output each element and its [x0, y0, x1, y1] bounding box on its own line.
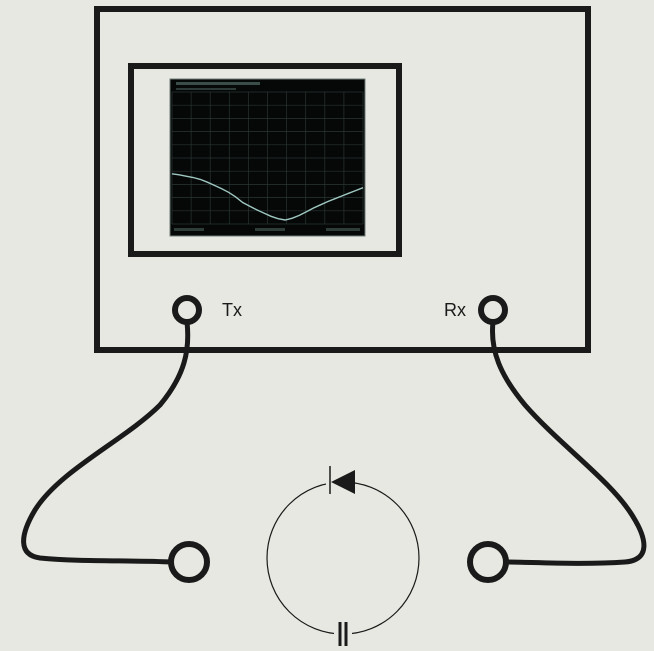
screen-footer-start: [174, 228, 204, 231]
rx-probe-loop: [470, 544, 506, 580]
diode-icon: [326, 466, 355, 494]
capacitor-icon: [334, 622, 352, 646]
screen-footer-center: [255, 228, 285, 231]
rx-port: [481, 298, 505, 322]
rx-label: Rx: [444, 300, 466, 320]
tx-port: [175, 298, 199, 322]
tx-label: Tx: [222, 300, 242, 320]
screen-header-readout: [176, 82, 260, 85]
tx-probe-loop: [171, 544, 207, 580]
screen-header-readout-2: [176, 88, 236, 90]
screen-footer-stop: [326, 228, 360, 231]
analyzer-screen: [170, 79, 365, 236]
